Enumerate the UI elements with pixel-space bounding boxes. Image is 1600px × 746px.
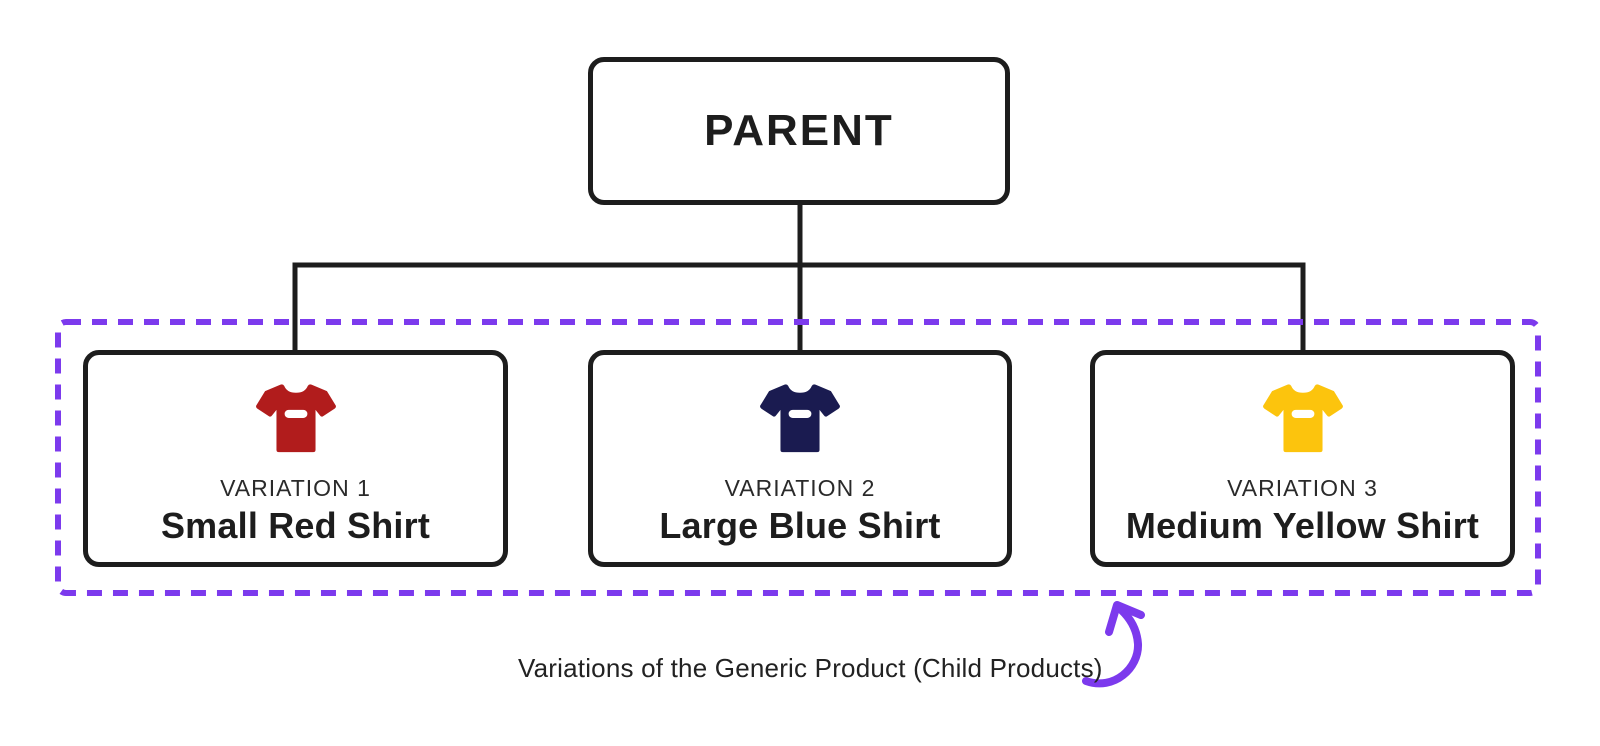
annotation-arrow-curve [1082, 603, 1142, 688]
variation-label: VARIATION 3 [1227, 475, 1378, 501]
tshirt-chest-bar [1291, 409, 1314, 418]
tshirt-icon [1262, 384, 1343, 453]
child-box-variation-1: VARIATION 1 Small Red Shirt [83, 350, 508, 567]
parent-label: PARENT [704, 106, 894, 155]
product-name: Large Blue Shirt [659, 505, 941, 546]
parent-box: PARENT [588, 57, 1010, 205]
caption-text: Variations of the Generic Product (Child… [518, 653, 1103, 683]
variation-label: VARIATION 1 [220, 475, 371, 501]
tshirt-body [255, 384, 336, 453]
product-name: Medium Yellow Shirt [1125, 505, 1480, 546]
product-name: Small Red Shirt [160, 505, 431, 546]
child-box-variation-3: VARIATION 3 Medium Yellow Shirt [1090, 350, 1515, 567]
annotation-arrowhead-icon [1105, 601, 1145, 636]
tshirt-icon [255, 384, 336, 453]
tshirt-icon [760, 384, 840, 453]
tshirt-body [1262, 384, 1343, 453]
connector-bus [292, 262, 1306, 350]
child-box-variation-2: VARIATION 2 Large Blue Shirt [588, 350, 1012, 567]
tshirt-chest-bar [788, 409, 812, 418]
tshirt-chest-bar [284, 409, 307, 418]
tshirt-body [760, 384, 840, 453]
variation-label: VARIATION 2 [724, 475, 876, 501]
child-group-dashed-border [55, 319, 1541, 596]
